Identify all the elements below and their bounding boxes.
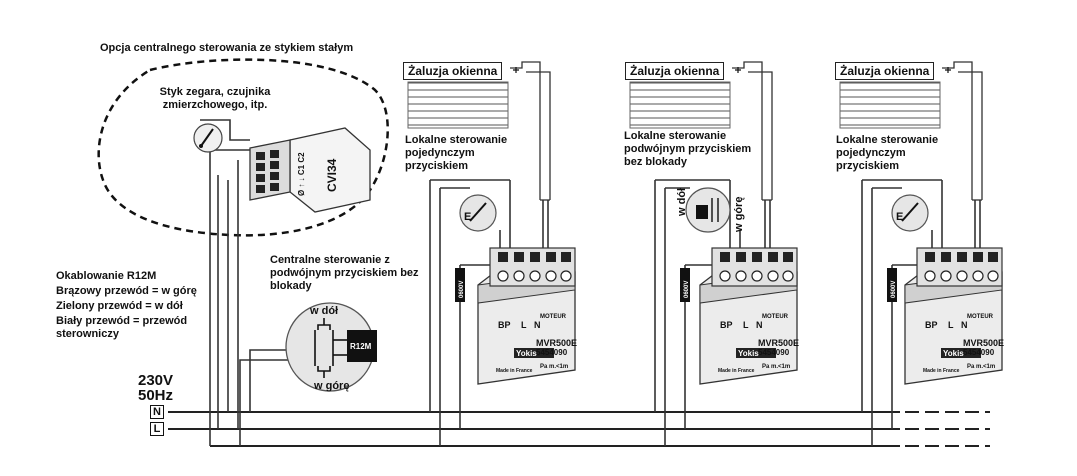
unit-1 [407, 61, 576, 446]
cabling-title: Okablowanie R12M [56, 270, 157, 282]
module-texts: BP L N MOTEUR MVR500E 5454090 Yokis Made… [459, 188, 1004, 374]
cvi34-label: CVI34 [325, 158, 339, 192]
cvi34-module: CVI34 Ø ↑ ↓ C1 C2 [249, 127, 371, 213]
unit-1-description: Lokalne sterowanie pojedynczym przyciski… [405, 134, 508, 172]
unit-1-spec: Pa m.<1m [540, 364, 568, 370]
central-up-label: w górę [314, 380, 350, 392]
unit-2-up-label: w górę [733, 197, 745, 233]
unit-1-moteur: MOTEUR [540, 314, 567, 320]
power-bus [168, 411, 990, 447]
power-frequency: 50Hz [138, 387, 174, 404]
unit-3-bp: BP [925, 320, 938, 330]
power-voltage: 230V [138, 372, 174, 389]
unit-2-l: L [743, 320, 749, 330]
cabling-brown: Brązowy przewód = w górę [56, 285, 197, 297]
unit-2 [629, 61, 798, 446]
cvi34-terminal-labels: Ø ↑ ↓ C1 C2 [297, 152, 306, 196]
unit-3-l: L [948, 320, 954, 330]
central-down-label: w dół [310, 305, 339, 317]
unit-3-spec: Pa m.<1m [967, 364, 995, 370]
unit-3-moteur: MOTEUR [967, 314, 994, 320]
unit-1-made: Made in France [496, 368, 533, 374]
central-double-button: R12M [285, 302, 377, 392]
unit-3-brand: Yokis [943, 349, 964, 358]
unit-3-fuse [887, 268, 897, 302]
unit-3-button-letter: E [896, 211, 903, 223]
unit-2-brand: Yokis [738, 349, 759, 358]
central-option-title: Opcja centralnego sterowania ze stykiem … [100, 42, 354, 54]
unit-1-bp: BP [498, 320, 511, 330]
unit-2-made: Made in France [718, 368, 755, 374]
unit-2-spec: Pa m.<1m [762, 364, 790, 370]
central-feed-wires [200, 119, 315, 446]
unit-2-down-label: w dół [676, 188, 688, 217]
unit-1-button-letter: E [464, 211, 471, 223]
unit-1-l: L [521, 320, 527, 330]
blind-3-slats [839, 81, 941, 129]
unit-2-fuse-label: 0600V [684, 281, 690, 298]
unit-3-model: MVR500E [963, 338, 1004, 348]
blind-1-slats [407, 81, 509, 129]
unit-2-bp: BP [720, 320, 733, 330]
unit-3-blind-label: Żaluzja okienna [835, 62, 935, 80]
unit-3-n: N [961, 320, 968, 330]
unit-2-n: N [756, 320, 763, 330]
unit-1-fuse-label: 0600V [459, 281, 465, 298]
unit-1-n: N [534, 320, 541, 330]
unit-2-fuse [680, 268, 690, 302]
unit-2-model: MVR500E [758, 338, 799, 348]
clock-contact-text: Styk zegara, czujnika zmierzchowego, itp… [159, 86, 271, 111]
unit-1-fuse [455, 268, 465, 302]
unit-3-fuse-label: 0600V [891, 281, 897, 298]
live-label: L [150, 422, 164, 436]
central-device-label: R12M [350, 342, 372, 351]
unit-2-blind-label: Żaluzja okienna [625, 62, 725, 80]
cabling-white: Biały przewód = przewód sterowniczy [56, 315, 188, 340]
unit-3 [839, 61, 1003, 446]
unit-3-description: Lokalne sterowanie pojedynczym przyciski… [836, 134, 939, 172]
clock-contact-switch [193, 123, 223, 153]
central-control-text: Centralne sterowanie z podwójnym przycis… [270, 254, 419, 292]
unit-2-moteur: MOTEUR [762, 314, 789, 320]
unit-1-brand: Yokis [516, 349, 537, 358]
unit-3-code: 5454090 [963, 348, 995, 357]
unit-2-code: 5454090 [758, 348, 790, 357]
blind-2-slats [629, 81, 731, 129]
unit-1-blind-label: Żaluzja okienna [403, 62, 503, 80]
unit-2-description: Lokalne sterowanie podwójnym przyciskiem… [624, 130, 752, 168]
central-option-boundary [97, 58, 389, 237]
unit-3-made: Made in France [923, 368, 960, 374]
cabling-green: Zielony przewód = w dół [56, 300, 183, 312]
unit-1-model: MVR500E [536, 338, 577, 348]
unit-1-code: 5454090 [536, 348, 568, 357]
neutral-label: N [150, 405, 164, 419]
